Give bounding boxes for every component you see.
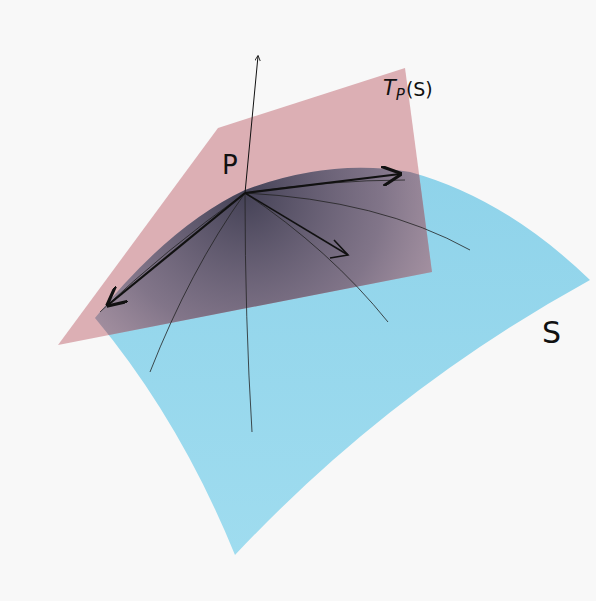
surface-label: S [542, 318, 561, 348]
plane-label: T [383, 78, 396, 99]
point-label: P [222, 152, 238, 178]
plane-subscript: P [396, 88, 405, 103]
surface-curves [100, 180, 470, 432]
plane-label-suffix: (S) [406, 80, 433, 99]
tangent-vectors [108, 56, 400, 305]
surface-shadow [95, 168, 590, 555]
